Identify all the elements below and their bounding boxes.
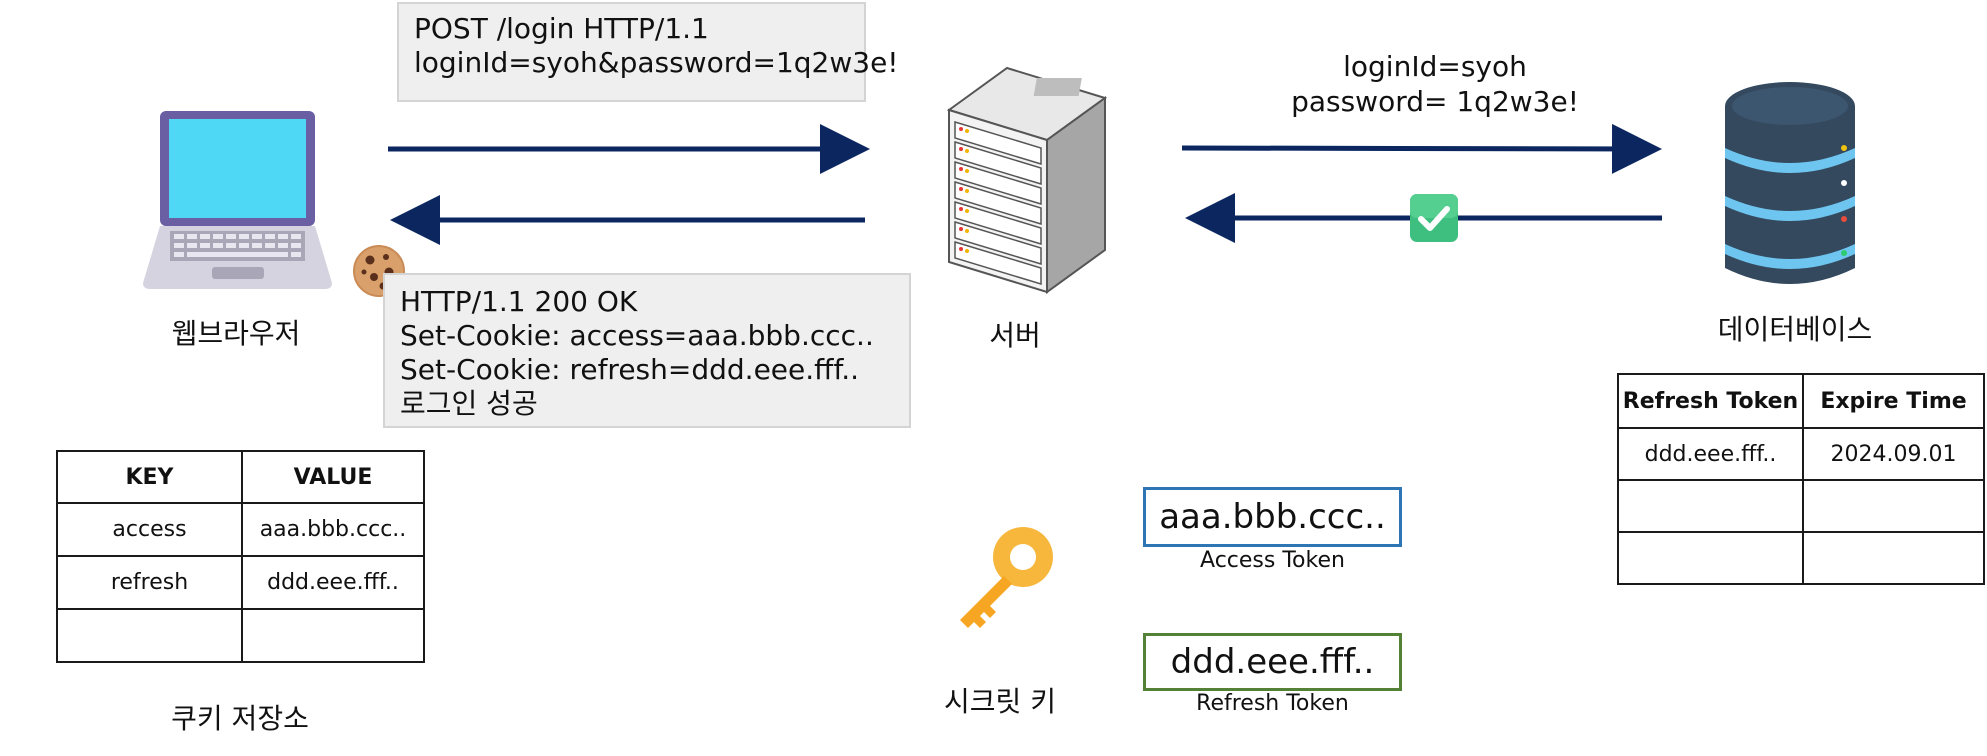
table-cell: ddd.eee.fff.. — [241, 555, 425, 610]
db-table-header-token: Refresh Token — [1617, 373, 1804, 429]
db-request-text: loginId=syoh password= 1q2w3e! — [1280, 49, 1590, 119]
server-icon — [946, 66, 1108, 294]
cookie-store-label: 쿠키 저장소 — [171, 702, 309, 735]
request-line-2: loginId=syoh&password=1q2w3e! — [414, 46, 899, 79]
check-icon — [1410, 194, 1458, 242]
table-cell — [56, 608, 243, 663]
response-box: HTTP/1.1 200 OK Set-Cookie: access=aaa.b… — [383, 273, 911, 428]
table-cell: aaa.bbb.ccc.. — [241, 502, 425, 557]
refresh-token-label: Refresh Token — [1196, 691, 1349, 716]
request-box: POST /login HTTP/1.1 loginId=syoh&passwo… — [397, 2, 899, 102]
cookie-table: KEY VALUE access aaa.bbb.ccc.. refresh d… — [56, 450, 425, 663]
db-table-header-expire: Expire Time — [1802, 373, 1985, 429]
secret-key-label: 시크릿 키 — [944, 685, 1056, 718]
db-request-line-2: password= 1q2w3e! — [1291, 85, 1579, 118]
arrow-server-to-db — [1181, 123, 1662, 174]
access-token-box: aaa.bbb.ccc.. — [1143, 487, 1402, 547]
response-line-3: Set-Cookie: refresh=ddd.eee.fff.. — [400, 353, 860, 386]
table-cell — [1802, 479, 1985, 533]
cookie-table-header-key: KEY — [56, 450, 243, 504]
table-cell — [241, 608, 425, 663]
table-cell: 2024.09.01 — [1802, 427, 1985, 481]
database-icon — [1725, 82, 1855, 284]
table-cell — [1617, 531, 1804, 585]
table-row: access aaa.bbb.ccc.. — [56, 502, 425, 557]
db-token-table: Refresh Token Expire Time ddd.eee.fff.. … — [1617, 373, 1985, 585]
key-icon — [960, 527, 1053, 628]
table-row: refresh ddd.eee.fff.. — [56, 555, 425, 610]
response-line-2: Set-Cookie: access=aaa.bbb.ccc.. — [400, 319, 874, 352]
response-line-1: HTTP/1.1 200 OK — [400, 285, 638, 318]
table-cell — [1802, 531, 1985, 585]
table-cell — [1617, 479, 1804, 533]
table-cell: ddd.eee.fff.. — [1617, 427, 1804, 481]
request-line-1: POST /login HTTP/1.1 — [414, 12, 709, 45]
server-label: 서버 — [989, 319, 1041, 352]
refresh-token-box: ddd.eee.fff.. — [1143, 633, 1402, 691]
access-token-label: Access Token — [1200, 548, 1345, 573]
database-label: 데이터베이스 — [1717, 313, 1873, 346]
response-line-4: 로그인 성공 — [400, 387, 538, 420]
table-row: ddd.eee.fff.. 2024.09.01 — [1617, 427, 1985, 481]
table-row — [1617, 479, 1985, 533]
cookie-table-header-value: VALUE — [241, 450, 425, 504]
table-row — [1617, 531, 1985, 585]
browser-label: 웹브라우저 — [171, 317, 301, 350]
db-request-line-1: loginId=syoh — [1343, 50, 1527, 83]
table-row — [56, 608, 425, 663]
table-cell: access — [56, 502, 243, 557]
table-cell: refresh — [56, 555, 243, 610]
laptop-icon — [143, 111, 332, 289]
